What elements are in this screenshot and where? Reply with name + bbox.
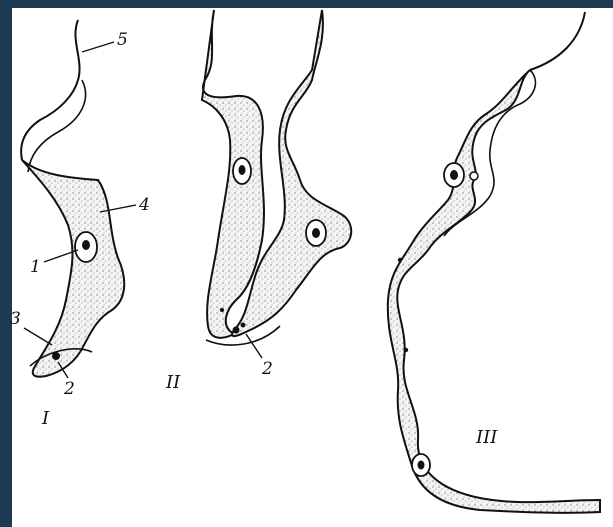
form-i-nucleus-core <box>82 240 90 250</box>
label-1: 1 <box>30 257 41 277</box>
label-form-ii: II <box>165 372 181 393</box>
form-iii-granule-a <box>398 258 402 262</box>
form-iii-vacuole <box>470 172 478 180</box>
label-2b: 2 <box>261 359 273 379</box>
form-ii <box>202 10 351 358</box>
label-form-iii: III <box>475 427 498 448</box>
leader-3 <box>24 328 52 345</box>
label-5: 5 <box>117 30 128 50</box>
label-form-i: I <box>41 408 50 429</box>
form-ii-granule <box>220 308 224 312</box>
form-iii-nucleus-lower-core <box>418 461 425 470</box>
form-iii-granule-b <box>404 348 408 352</box>
form-iii-flagellum <box>530 12 585 70</box>
label-4: 4 <box>138 195 150 215</box>
form-ii-kinetoplast-b <box>241 323 246 328</box>
form-iii-nucleus-upper-core <box>450 170 458 180</box>
label-2a: 2 <box>63 379 75 399</box>
leader-2b <box>246 334 262 358</box>
form-i-undulating-membrane <box>28 80 86 172</box>
form-ii-nucleus-left-core <box>239 165 246 175</box>
label-3: 3 <box>10 309 21 329</box>
form-i-flagellum <box>21 20 79 160</box>
form-i <box>21 20 136 378</box>
form-ii-nucleus-right-core <box>312 228 320 238</box>
leader-5 <box>82 42 114 52</box>
form-ii-kinetoplast-a <box>233 327 240 334</box>
